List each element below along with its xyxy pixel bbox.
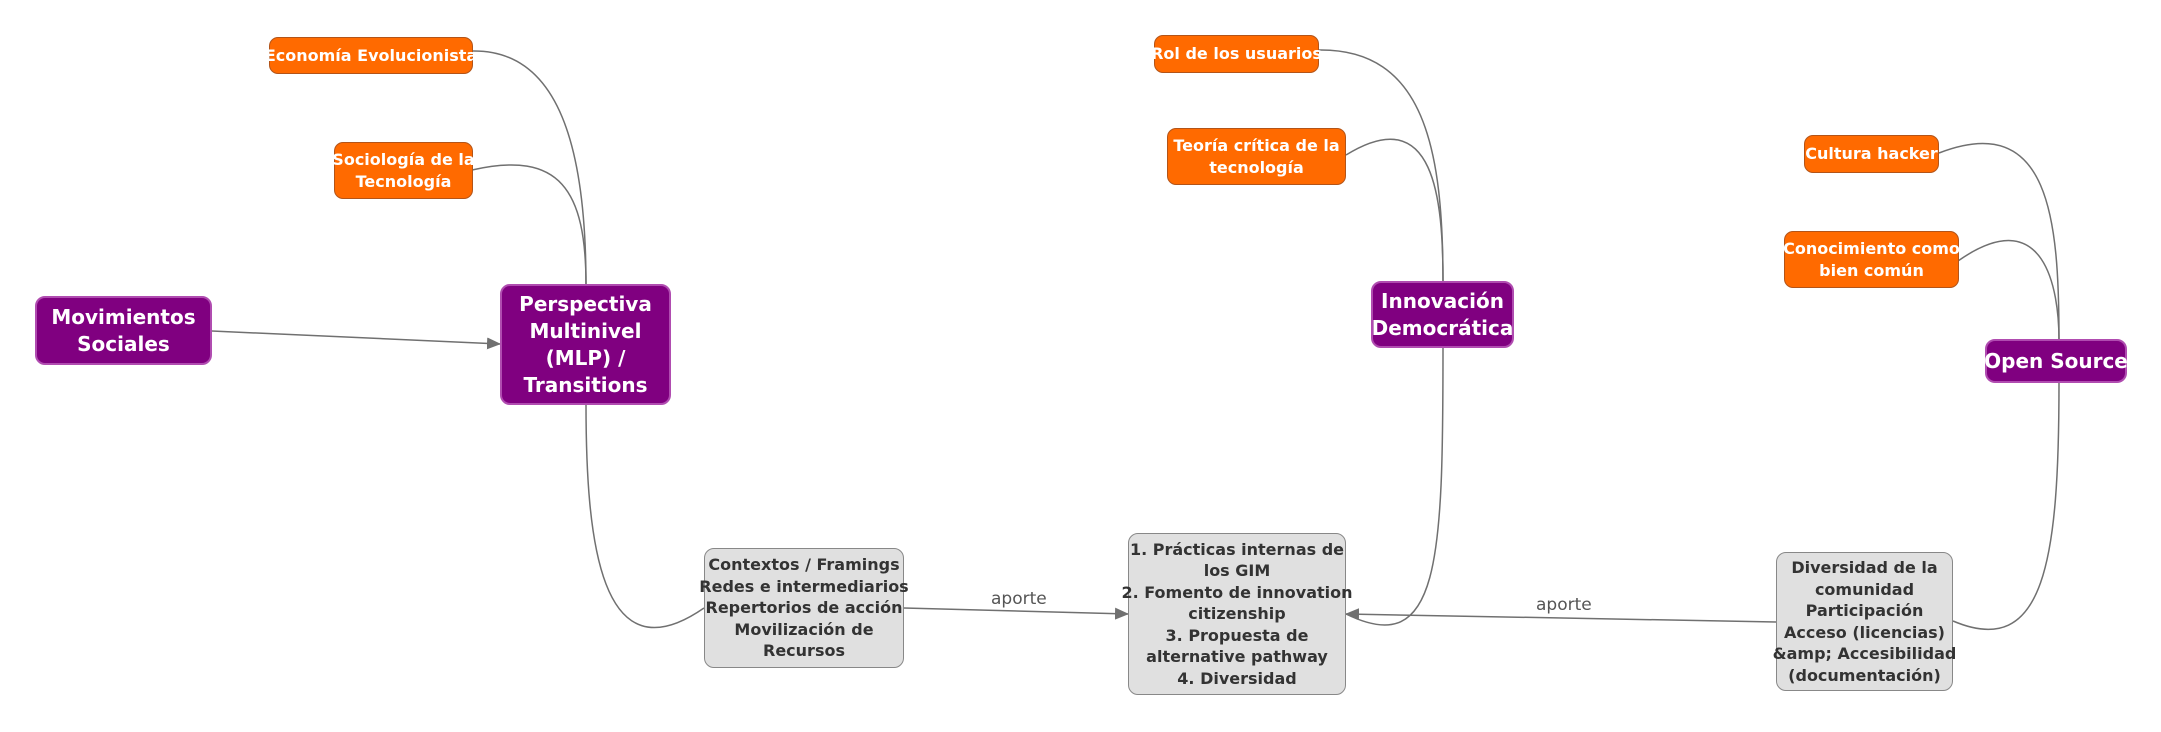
node-label-line: citizenship [1188, 604, 1286, 624]
node-label-line: Recursos [763, 641, 845, 661]
node-label-line: Democrática [1371, 315, 1514, 340]
edge-innovacion-practicas [1345, 346, 1444, 626]
node-contextos-framings[interactable]: Contextos / Framings Redes e intermediar… [699, 548, 909, 668]
node-label-line: Movimientos [51, 304, 196, 329]
node-cultura-hacker[interactable]: Cultura hacker [1804, 135, 1939, 173]
node-movimientos-sociales[interactable]: Movimientos Sociales [35, 296, 212, 365]
node-label-line: Cultura hacker [1805, 144, 1938, 163]
node-label-line: 2. Fomento de innovation [1121, 582, 1353, 602]
node-label-line: &amp; Accesibilidad [1772, 644, 1957, 663]
node-diversidad-comunidad[interactable]: Diversidad de la comunidad Participación… [1773, 552, 1956, 691]
node-label-line: comunidad [1814, 579, 1915, 599]
node-label-line: (documentación) [1788, 665, 1941, 685]
node-label-line: Movilización de [734, 619, 874, 639]
node-rol-usuarios[interactable]: Rol de los usuarios [1151, 35, 1322, 73]
node-label-line: 4. Diversidad [1177, 668, 1297, 688]
node-label-line: Teoría crítica de la [1173, 135, 1340, 155]
edge-diversidad-practicas [1345, 608, 1777, 623]
node-label-line: (MLP) / [545, 345, 626, 370]
node-label-line: Tecnología [355, 171, 452, 191]
node-label-line: Perspectiva [519, 291, 652, 316]
node-label-line: alternative pathway [1146, 647, 1328, 667]
node-teoria-critica[interactable]: Teoría crítica de la tecnología [1167, 128, 1346, 185]
node-conocimiento-bien-comun[interactable]: Conocimiento como bien común [1783, 231, 1960, 288]
node-label-line: Transitions [523, 372, 648, 397]
edge-mlp-contextos [585, 403, 705, 629]
node-label-line: los GIM [1203, 561, 1271, 581]
node-label-line: Innovación [1381, 288, 1504, 313]
node-label-line: bien común [1819, 260, 1924, 280]
node-label-line: Rol de los usuarios [1151, 44, 1322, 63]
node-label-line: Sociales [77, 331, 170, 356]
node-label-line: 3. Propuesta de [1165, 625, 1309, 645]
node-sociologia-tecnologia[interactable]: Sociología de la Tecnología [332, 142, 475, 199]
node-innovacion-democratica[interactable]: Innovación Democrática [1371, 281, 1514, 348]
node-label-line: Conocimiento como [1783, 238, 1960, 258]
node-open-source[interactable]: Open Source [1984, 339, 2128, 383]
node-label-line: Open Source [1984, 348, 2128, 373]
node-label-line: Sociología de la [332, 149, 475, 169]
node-label-line: Multinivel [529, 318, 642, 343]
node-label-line: 1. Prácticas internas de [1129, 539, 1345, 559]
edge-label-aporte-left: aporte [991, 589, 1047, 609]
node-label-line: Redes e intermediarios [699, 576, 909, 596]
node-label-line: Diversidad de la [1791, 558, 1938, 577]
node-economia-evolucionista[interactable]: Economía Evolucionista [265, 37, 477, 74]
edge-opensource-conocimiento [1957, 239, 2060, 341]
edge-opensource-cultura [1938, 142, 2060, 341]
node-label-line: Acceso (licencias) [1784, 622, 1945, 642]
node-label-line: Participación [1805, 601, 1924, 620]
edge-label-aporte-right: aporte [1536, 595, 1592, 615]
edge-innovacion-teoria [1345, 138, 1444, 283]
edge-opensource-diversidad [1952, 381, 2060, 631]
edge-mlp-economia [472, 50, 587, 286]
edge-contextos-practicas [903, 607, 1129, 620]
node-practicas-internas[interactable]: 1. Prácticas internas de los GIM 2. Fome… [1121, 533, 1353, 695]
node-label-line: Contextos / Framings [708, 555, 900, 575]
node-perspectiva-multinivel[interactable]: Perspectiva Multinivel (MLP) / Transitio… [500, 284, 671, 405]
edge-movimientos-mlp [211, 330, 501, 350]
node-label-line: Economía Evolucionista [264, 45, 478, 65]
node-label-line: Repertorios de acción [705, 598, 903, 618]
edge-mlp-sociologia [471, 164, 587, 286]
node-label-line: tecnología [1209, 157, 1304, 177]
